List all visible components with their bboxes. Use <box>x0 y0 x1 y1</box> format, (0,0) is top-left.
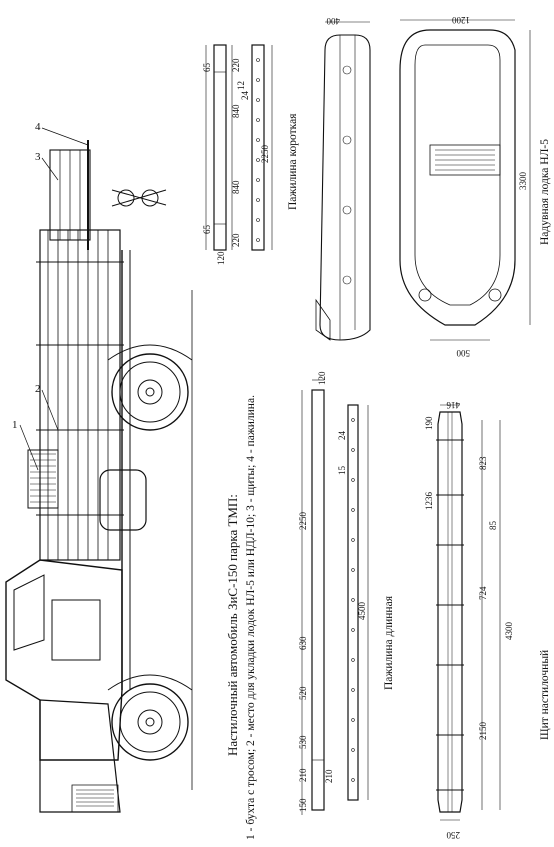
callout-1: 1 <box>12 419 18 431</box>
boat-top-caption: Надувная лодка НЛ-5 <box>539 139 551 245</box>
long-beam-dim-seg5: 150 <box>298 798 308 812</box>
short-beam-caption: Пажилина короткая <box>287 113 299 210</box>
long-beam-dim-seg3: 530 <box>298 735 308 749</box>
short-beam-dim-length: 2250 <box>260 145 270 164</box>
short-beam-dim-seg5: 220 <box>231 233 241 247</box>
shield-dim-seg3: 1236 <box>424 492 434 511</box>
long-beam-dim-width: 120 <box>317 371 327 385</box>
boat-top-dim-width: 1200 <box>452 15 471 25</box>
shield-dim-seg4: 724 <box>478 586 488 600</box>
long-beam-dim-total: 2250 <box>298 512 308 531</box>
shield-dim-end: 250 <box>446 830 460 840</box>
boat-top-drawing <box>399 19 531 341</box>
boat-side-drawing <box>315 21 371 341</box>
shield-caption: Щит настилочный <box>539 650 551 740</box>
callout-4: 4 <box>35 121 41 133</box>
truck-title: Настилочный автомобиль ЗиС-150 парка ТМП… <box>225 494 240 756</box>
shield-dim-seg5: 2150 <box>478 722 488 741</box>
short-beam-drawing <box>205 44 273 251</box>
long-beam-dim-seg4: 210 <box>298 768 308 782</box>
short-beam-dim-seg1: 65 <box>202 63 212 73</box>
boat-side-dim-width: 400 <box>326 16 340 26</box>
boat-top-dim-length: 3300 <box>518 172 528 191</box>
short-beam-dim-width: 120 <box>216 251 226 265</box>
long-beam-dim-hole: 24 <box>337 431 347 441</box>
shield-dim-length: 4300 <box>504 622 514 641</box>
short-beam-dim-seg4: 840 <box>231 180 241 194</box>
short-beam-dim-seg6: 65 <box>202 225 212 235</box>
long-beam-dim-seg1: 630 <box>298 636 308 650</box>
short-beam-dim-seg2: 220 <box>231 58 241 72</box>
short-beam-dim-seg3: 840 <box>231 104 241 118</box>
shield-dim-seg2: 823 <box>478 456 488 470</box>
long-beam-caption: Пажилина длинная <box>383 595 395 690</box>
short-beam-dim-hole2: 12 <box>236 81 246 90</box>
short-beam-dim-hole: 24 <box>240 91 250 101</box>
shield-drawing <box>436 404 501 821</box>
callout-2: 2 <box>35 383 41 395</box>
truck-drawing <box>5 127 193 813</box>
shield-dim-seg1: 190 <box>424 416 434 430</box>
truck-legend: 1 - бухта с тросом; 2 - место для укладк… <box>245 395 257 840</box>
boat-top-dim-stern: 500 <box>456 348 470 358</box>
long-beam-dim-hole2: 15 <box>337 466 347 476</box>
long-beam-dim-seg2: 520 <box>298 686 308 700</box>
long-beam-dim-length: 4500 <box>357 602 367 621</box>
shield-dim-width: 416 <box>446 400 460 410</box>
callout-3: 3 <box>35 151 41 163</box>
long-beam-drawing <box>301 379 369 815</box>
shield-dim-seg6: 85 <box>488 521 498 531</box>
long-beam-dim-end: 210 <box>324 769 334 783</box>
